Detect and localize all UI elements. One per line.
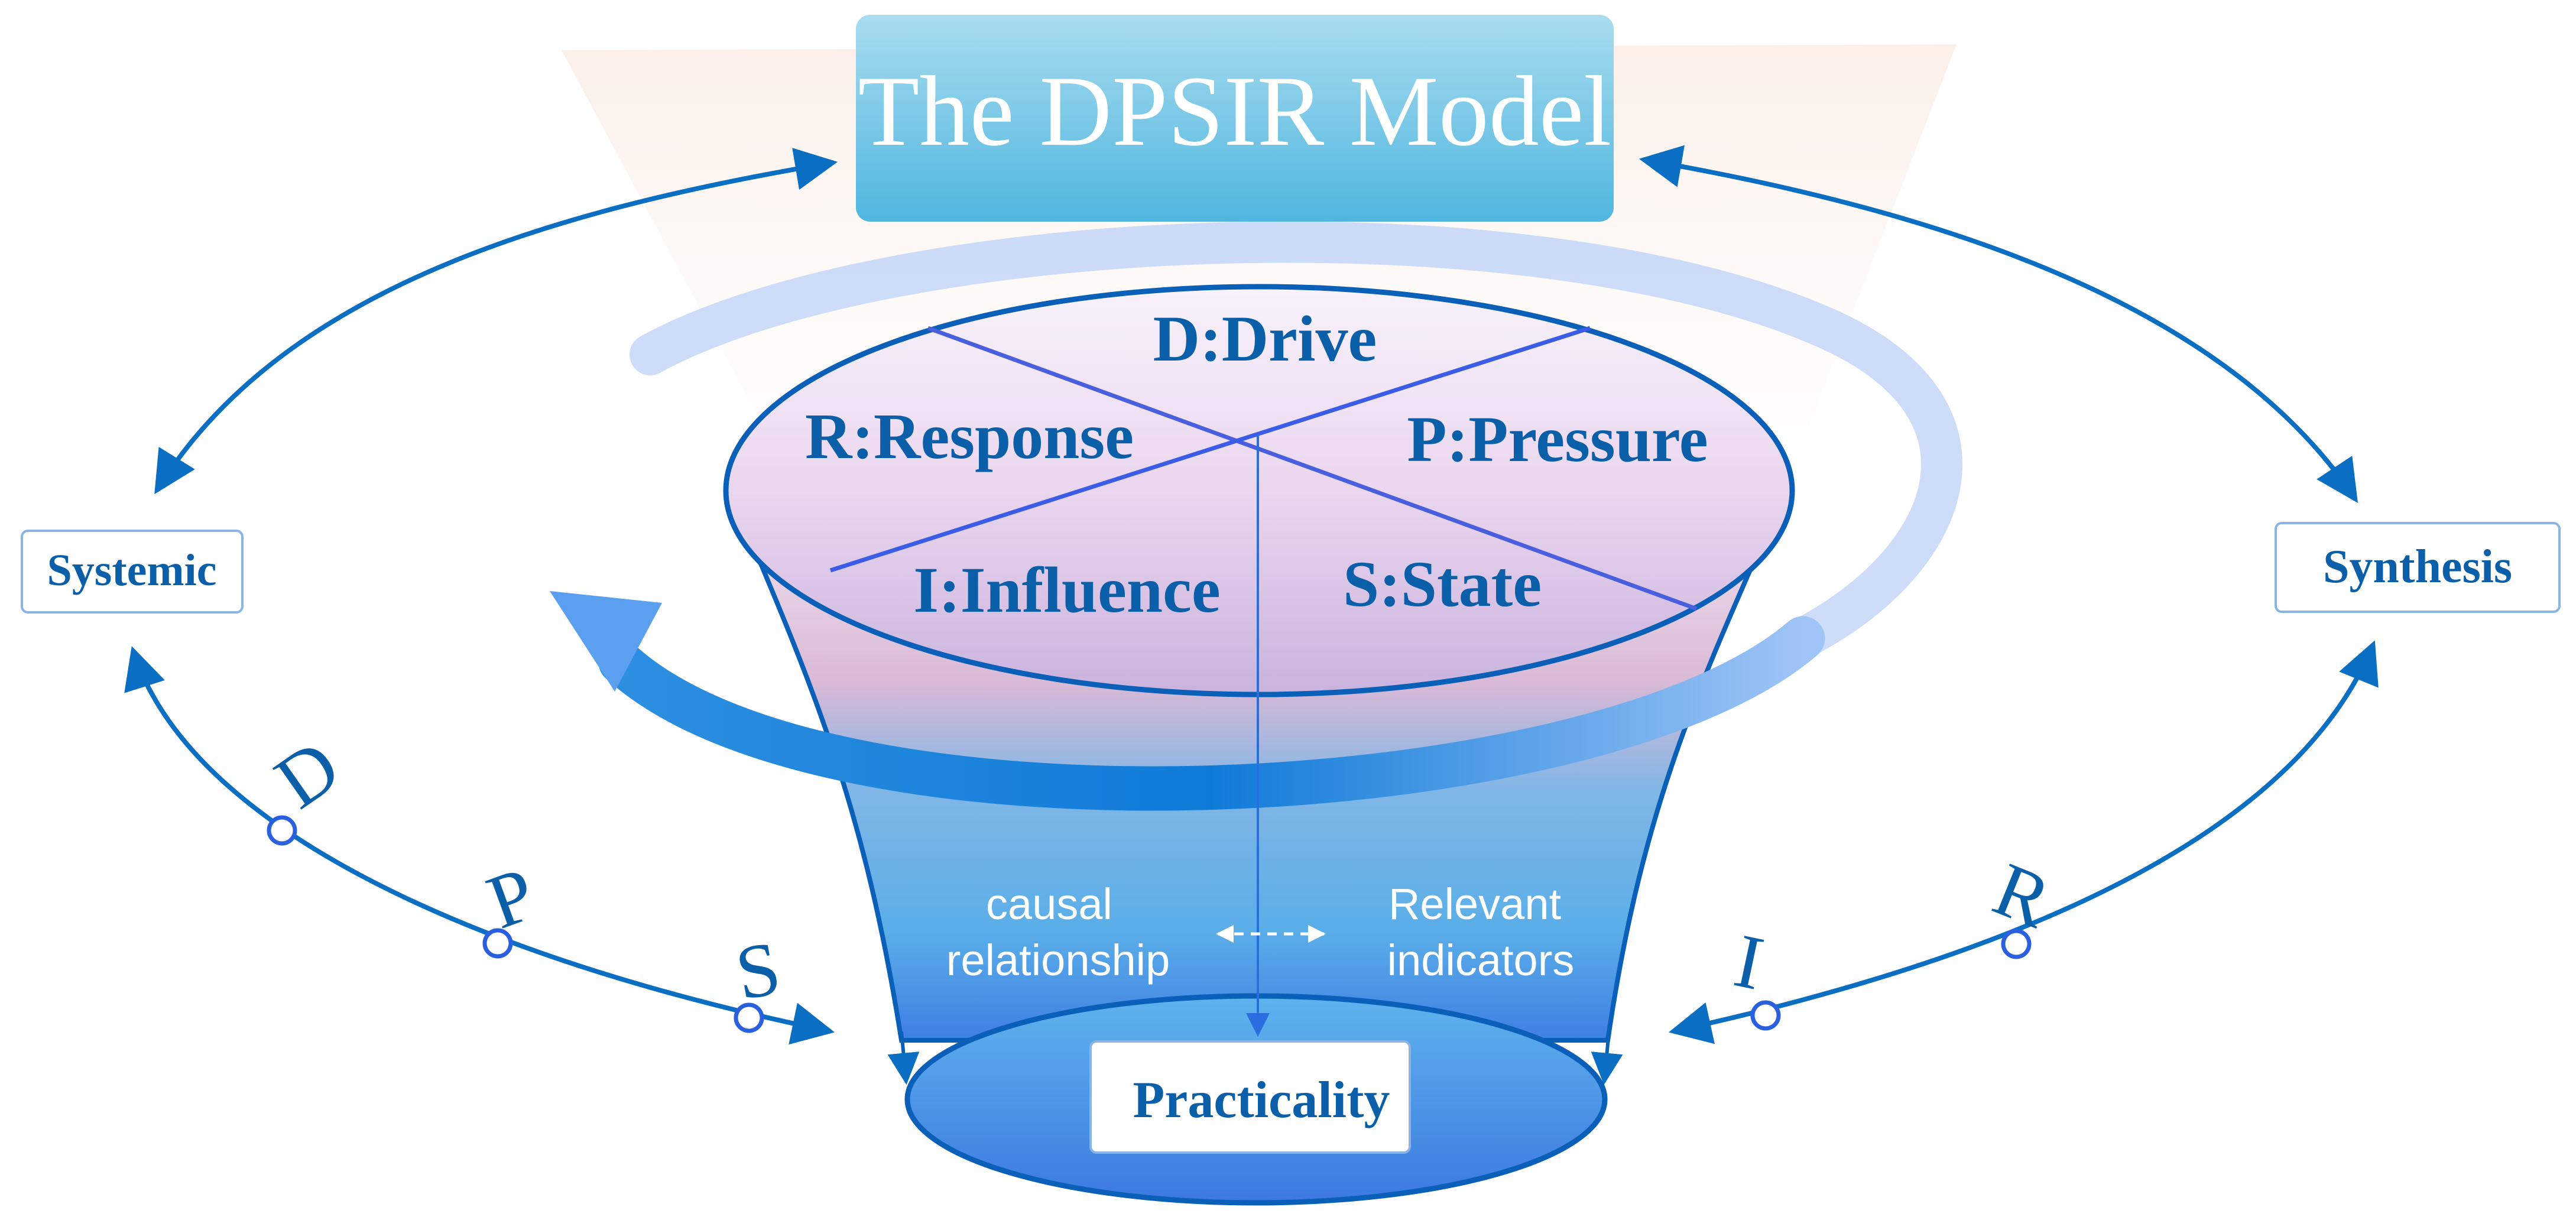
relevant-label-line2: indicators bbox=[1387, 936, 1575, 985]
right-letter-i: I bbox=[1728, 918, 1770, 1007]
right-node-r bbox=[2001, 929, 2032, 959]
left-node-p bbox=[482, 928, 513, 959]
divider-line-1 bbox=[927, 326, 1698, 611]
arc-title-to-synthesis bbox=[1639, 145, 2358, 504]
right-letter-r: R bbox=[1983, 846, 2062, 945]
arc-title-to-systemic bbox=[154, 148, 838, 495]
sector-state: S:State bbox=[1343, 548, 1542, 620]
title-box bbox=[856, 15, 1614, 222]
cycle-ring-arrowhead bbox=[550, 591, 662, 692]
divider-line-2 bbox=[829, 326, 1591, 573]
sector-pressure: P:Pressure bbox=[1407, 403, 1708, 475]
sector-influence: I:Influence bbox=[913, 554, 1220, 626]
relevant-label-line1: Relevant bbox=[1388, 880, 1562, 929]
practicality-label: Practicality bbox=[1133, 1072, 1390, 1129]
causal-label-line2: relationship bbox=[946, 936, 1170, 985]
left-node-s bbox=[734, 1002, 764, 1033]
systemic-label: Systemic bbox=[47, 546, 216, 595]
arc-systemic-to-practicality bbox=[124, 646, 835, 1045]
sector-drive: D:Drive bbox=[1153, 303, 1377, 375]
arc-synthesis-to-practicality bbox=[1668, 640, 2379, 1044]
systemic-box bbox=[21, 530, 244, 614]
right-node-i bbox=[1750, 1000, 1781, 1031]
causal-label-line1: causal bbox=[986, 880, 1112, 929]
left-letter-s: S bbox=[729, 925, 786, 1016]
left-node-d bbox=[267, 815, 297, 846]
left-letter-d: D bbox=[261, 723, 355, 825]
diagram-title: The DPSIR Model bbox=[858, 56, 1612, 167]
synthesis-label: Synthesis bbox=[2323, 541, 2512, 593]
funnel-left-arrow bbox=[887, 1031, 920, 1085]
funnel-right-arrow bbox=[1591, 1031, 1623, 1085]
synthesis-box bbox=[2275, 522, 2561, 613]
sector-response: R:Response bbox=[805, 400, 1134, 472]
practicality-box bbox=[1089, 1040, 1411, 1154]
